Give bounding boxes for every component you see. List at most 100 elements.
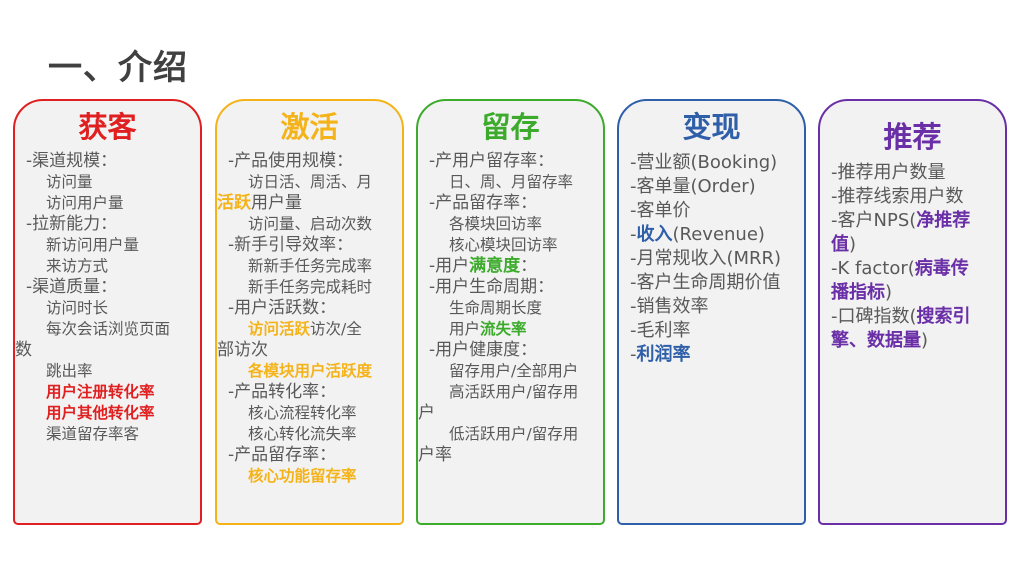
- card-line: 数: [15, 340, 200, 361]
- highlight-text: 核心功能留存率: [248, 467, 357, 485]
- card-line: 核心功能留存率: [228, 466, 402, 487]
- card-line: -推荐用户数量: [831, 161, 1005, 185]
- card-line: 新访问用户量: [26, 235, 200, 256]
- card-line: 户: [418, 403, 603, 424]
- card-line: -月常规收入(MRR): [630, 247, 804, 271]
- line-text: 低活跃用户/留存用: [449, 425, 579, 443]
- card-body: -渠道规模：访问量访问用户量-拉新能力：新访问用户量来访方式-渠道质量：访问时长…: [15, 147, 200, 445]
- line-text: -月常规收入(MRR): [630, 248, 782, 269]
- card-retention: 留存 -产用户留存率：日、周、月留存率-产品留存率：各模块回访率核心模块回访率-…: [416, 99, 605, 525]
- card-line: -客户生命周期价值: [630, 271, 804, 295]
- card-line: -收入(Revenue): [630, 223, 804, 247]
- card-referral: 推荐 -推荐用户数量-推荐线索用户数-客户NPS(净推荐值)-K factor(…: [818, 99, 1007, 525]
- card-line: 新新手任务完成率: [228, 256, 402, 277]
- card-line: -产品使用规模：: [228, 151, 402, 172]
- line-text: 访次/全: [310, 320, 362, 338]
- card-title: 获客: [78, 110, 137, 144]
- card-line: -销售效率: [630, 295, 804, 319]
- card-line: 核心流程转化率: [228, 403, 402, 424]
- card-line: 各模块回访率: [429, 214, 603, 235]
- card-line: 高活跃用户/留存用: [429, 382, 603, 403]
- card-line: 各模块用户活跃度: [228, 361, 402, 382]
- card-line: 用户注册转化率: [26, 382, 200, 403]
- card-body: -营业额(Booking)-客单量(Order)-客单价-收入(Revenue)…: [619, 147, 804, 367]
- card-line: 擎、数据量): [831, 329, 1005, 353]
- card-line: -毛利率: [630, 319, 804, 343]
- line-text: -口碑指数(: [831, 306, 917, 327]
- highlight-text: 播指标: [831, 282, 885, 303]
- highlight-text: 病毒传: [914, 258, 969, 279]
- highlight-text: 满意度: [469, 256, 521, 276]
- line-text: ): [849, 234, 857, 255]
- card-title: 激活: [280, 110, 339, 144]
- line-text: 核心转化流失率: [248, 425, 357, 443]
- line-text: 生命周期长度: [449, 299, 543, 317]
- highlight-text: 用户注册转化率: [46, 383, 155, 401]
- card-line: -利润率: [630, 343, 804, 367]
- line-text: ): [885, 282, 893, 303]
- card-line: 生命周期长度: [429, 298, 603, 319]
- card-line: 访问用户量: [26, 193, 200, 214]
- card-line: -新手引导效率：: [228, 235, 402, 256]
- card-body: -产品使用规模：访日活、周活、月活跃用户量访问量、启动次数-新手引导效率：新新手…: [217, 147, 402, 487]
- card-line: -营业额(Booking): [630, 151, 804, 175]
- line-text: -用户: [429, 256, 470, 276]
- card-title: 变现: [682, 110, 741, 144]
- card-activation: 激活 -产品使用规模：访日活、周活、月活跃用户量访问量、启动次数-新手引导效率：…: [215, 99, 404, 525]
- line-text: -客单量(Order): [630, 176, 756, 197]
- line-text: ：: [520, 256, 538, 276]
- line-text: -推荐线索用户数: [831, 186, 964, 207]
- line-text: -拉新能力：: [26, 214, 118, 234]
- card-body: -产用户留存率：日、周、月留存率-产品留存率：各模块回访率核心模块回访率-用户满…: [418, 147, 603, 466]
- line-text: -客户NPS(: [831, 210, 917, 231]
- card-line: -用户健康度：: [429, 340, 603, 361]
- line-text: 访日活、周活、月: [248, 173, 373, 191]
- line-text: -K factor(: [831, 258, 915, 279]
- line-text: 新访问用户量: [46, 236, 140, 254]
- line-text: 户: [418, 403, 435, 423]
- highlight-text: 各模块用户活跃度: [248, 362, 373, 380]
- line-text: 访问用户量: [46, 194, 124, 212]
- line-text: -推荐用户数量: [831, 162, 946, 183]
- highlight-text: 搜索引: [916, 306, 971, 327]
- line-text: -产品留存率：: [429, 193, 538, 213]
- line-text: -: [630, 224, 637, 245]
- card-line: 值): [831, 233, 1005, 257]
- card-line: 每次会话浏览页面: [26, 319, 200, 340]
- card-line: -客单价: [630, 199, 804, 223]
- line-text: 日、周、月留存率: [449, 173, 574, 191]
- line-text: 访问时长: [46, 299, 109, 317]
- card-line: -用户生命周期：: [429, 277, 603, 298]
- card-line: -推荐线索用户数: [831, 185, 1005, 209]
- line-text: -用户健康度：: [429, 340, 538, 360]
- card-line: 渠道留存率客: [26, 424, 200, 445]
- card-line: -口碑指数(搜索引: [831, 305, 1005, 329]
- card-line: 核心模块回访率: [429, 235, 603, 256]
- card-title: 推荐: [883, 120, 942, 154]
- card-line: 访问量、启动次数: [228, 214, 402, 235]
- card-line: -K factor(病毒传: [831, 257, 1005, 281]
- line-text: 每次会话浏览页面: [46, 320, 171, 338]
- card-acquisition: 获客 -渠道规模：访问量访问用户量-拉新能力：新访问用户量来访方式-渠道质量：访…: [13, 99, 202, 525]
- card-line: 留存用户/全部用户: [429, 361, 603, 382]
- line-text: 用户: [449, 320, 481, 338]
- line-text: 来访方式: [46, 257, 109, 275]
- card-line: 部访次: [217, 340, 402, 361]
- line-text: 各模块回访率: [449, 215, 543, 233]
- card-line: 访问量: [26, 172, 200, 193]
- line-text: 留存用户/全部用户: [449, 362, 579, 380]
- highlight-text: 擎、数据量: [831, 330, 921, 351]
- line-text: 核心流程转化率: [248, 404, 357, 422]
- highlight-text: 值: [831, 234, 849, 255]
- card-line: -渠道规模：: [26, 151, 200, 172]
- card-line: -用户活跃数：: [228, 298, 402, 319]
- highlight-text: 流失率: [480, 320, 527, 338]
- line-text: 跳出率: [46, 362, 93, 380]
- card-line: -拉新能力：: [26, 214, 200, 235]
- card-line: -产品留存率：: [429, 193, 603, 214]
- card-line: 访问活跃访次/全: [228, 319, 402, 340]
- highlight-text: 利润率: [636, 344, 691, 365]
- card-line: 核心转化流失率: [228, 424, 402, 445]
- card-line: 来访方式: [26, 256, 200, 277]
- card-line: 用户其他转化率: [26, 403, 200, 424]
